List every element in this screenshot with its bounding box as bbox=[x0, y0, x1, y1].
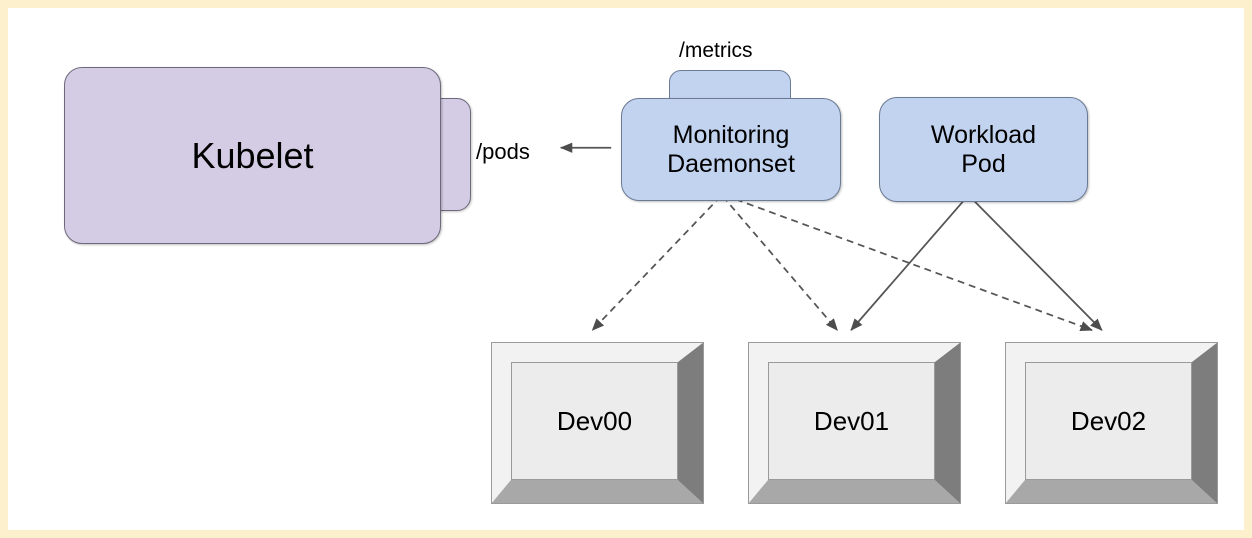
device-dev01-face: Dev01 bbox=[768, 362, 935, 480]
edge-monitoring-to-dev00 bbox=[591, 195, 722, 331]
device-dev00-face: Dev00 bbox=[511, 362, 678, 480]
edge-monitoring-to-dev01 bbox=[722, 195, 838, 331]
node-kubelet-label: Kubelet bbox=[191, 134, 314, 176]
node-monitoring-daemonset[interactable]: Monitoring Daemonset bbox=[621, 98, 841, 201]
device-dev02-face: Dev02 bbox=[1025, 362, 1192, 480]
endpoint-label-pods: /pods bbox=[476, 139, 530, 164]
edge-workload-to-dev01 bbox=[850, 195, 969, 331]
edge-workload-to-dev02 bbox=[968, 195, 1103, 331]
endpoint-label-metrics: /metrics bbox=[679, 39, 753, 62]
node-monitoring-label-line1: Monitoring bbox=[672, 120, 790, 149]
device-dev02-label: Dev02 bbox=[1070, 406, 1147, 436]
device-dev00-label: Dev00 bbox=[556, 406, 633, 436]
device-dev02[interactable]: Dev02 bbox=[1005, 342, 1218, 504]
edge-monitoring-to-dev02 bbox=[724, 194, 1093, 331]
device-dev00[interactable]: Dev00 bbox=[491, 342, 704, 504]
device-dev01[interactable]: Dev01 bbox=[748, 342, 961, 504]
node-workload-label-line1: Workload bbox=[930, 120, 1037, 149]
node-monitoring-label-line2: Daemonset bbox=[667, 149, 795, 178]
node-kubelet[interactable]: Kubelet bbox=[64, 67, 441, 244]
node-workload-label-line2: Pod bbox=[961, 149, 1006, 178]
node-workload-pod[interactable]: Workload Pod bbox=[879, 97, 1088, 202]
device-dev01-label: Dev01 bbox=[813, 406, 890, 436]
